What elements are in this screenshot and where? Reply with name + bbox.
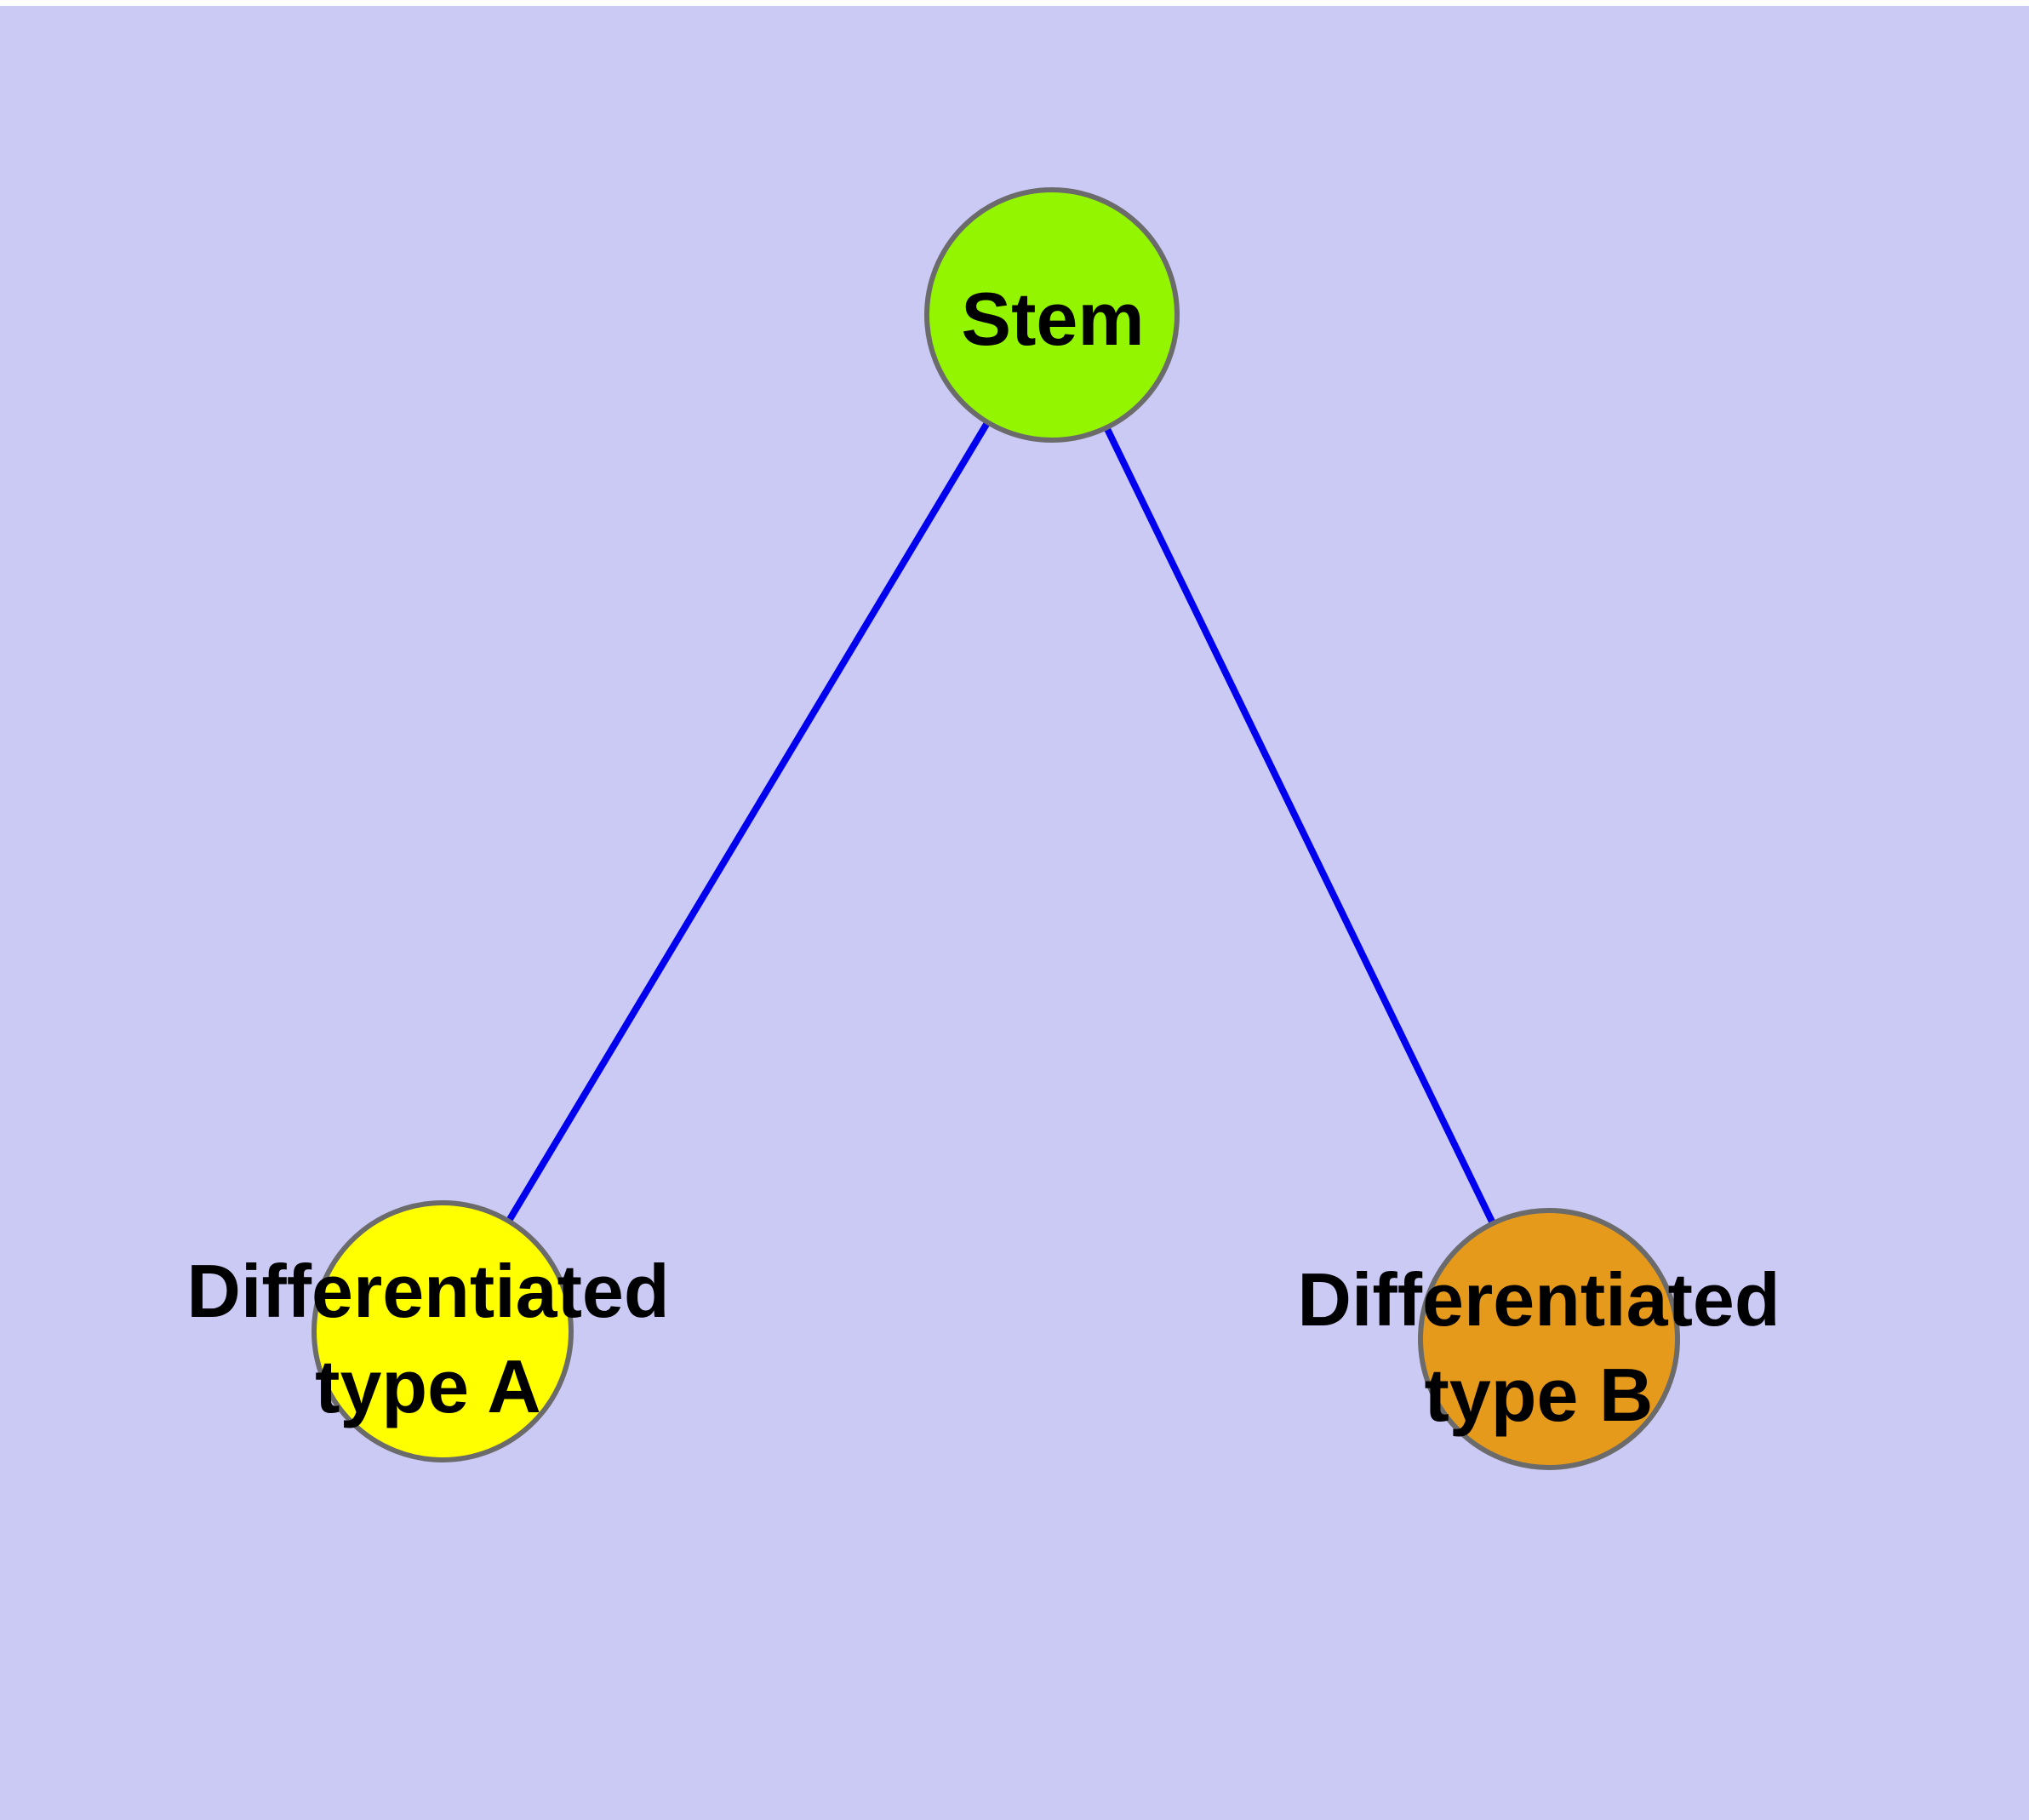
node-type-a-label-line1: Differentiated <box>186 1249 669 1333</box>
node-differentiated-type-b <box>1418 1208 1680 1470</box>
node-type-b-label-line1: Differentiated <box>1297 1257 1780 1342</box>
node-differentiated-type-a <box>311 1200 574 1462</box>
edge-group <box>439 312 1552 1341</box>
edge-stem-to-type-a <box>439 312 1055 1334</box>
edge-stem-to-type-b <box>1049 313 1552 1341</box>
node-label-group: Stem Differentiated type A Differentiate… <box>186 277 1780 1437</box>
node-stem <box>924 187 1180 443</box>
node-group <box>311 187 1680 1470</box>
node-type-a-label-line2: type A <box>315 1344 541 1428</box>
node-stem-label: Stem <box>961 277 1144 361</box>
node-type-b-label-line2: type B <box>1425 1353 1654 1437</box>
